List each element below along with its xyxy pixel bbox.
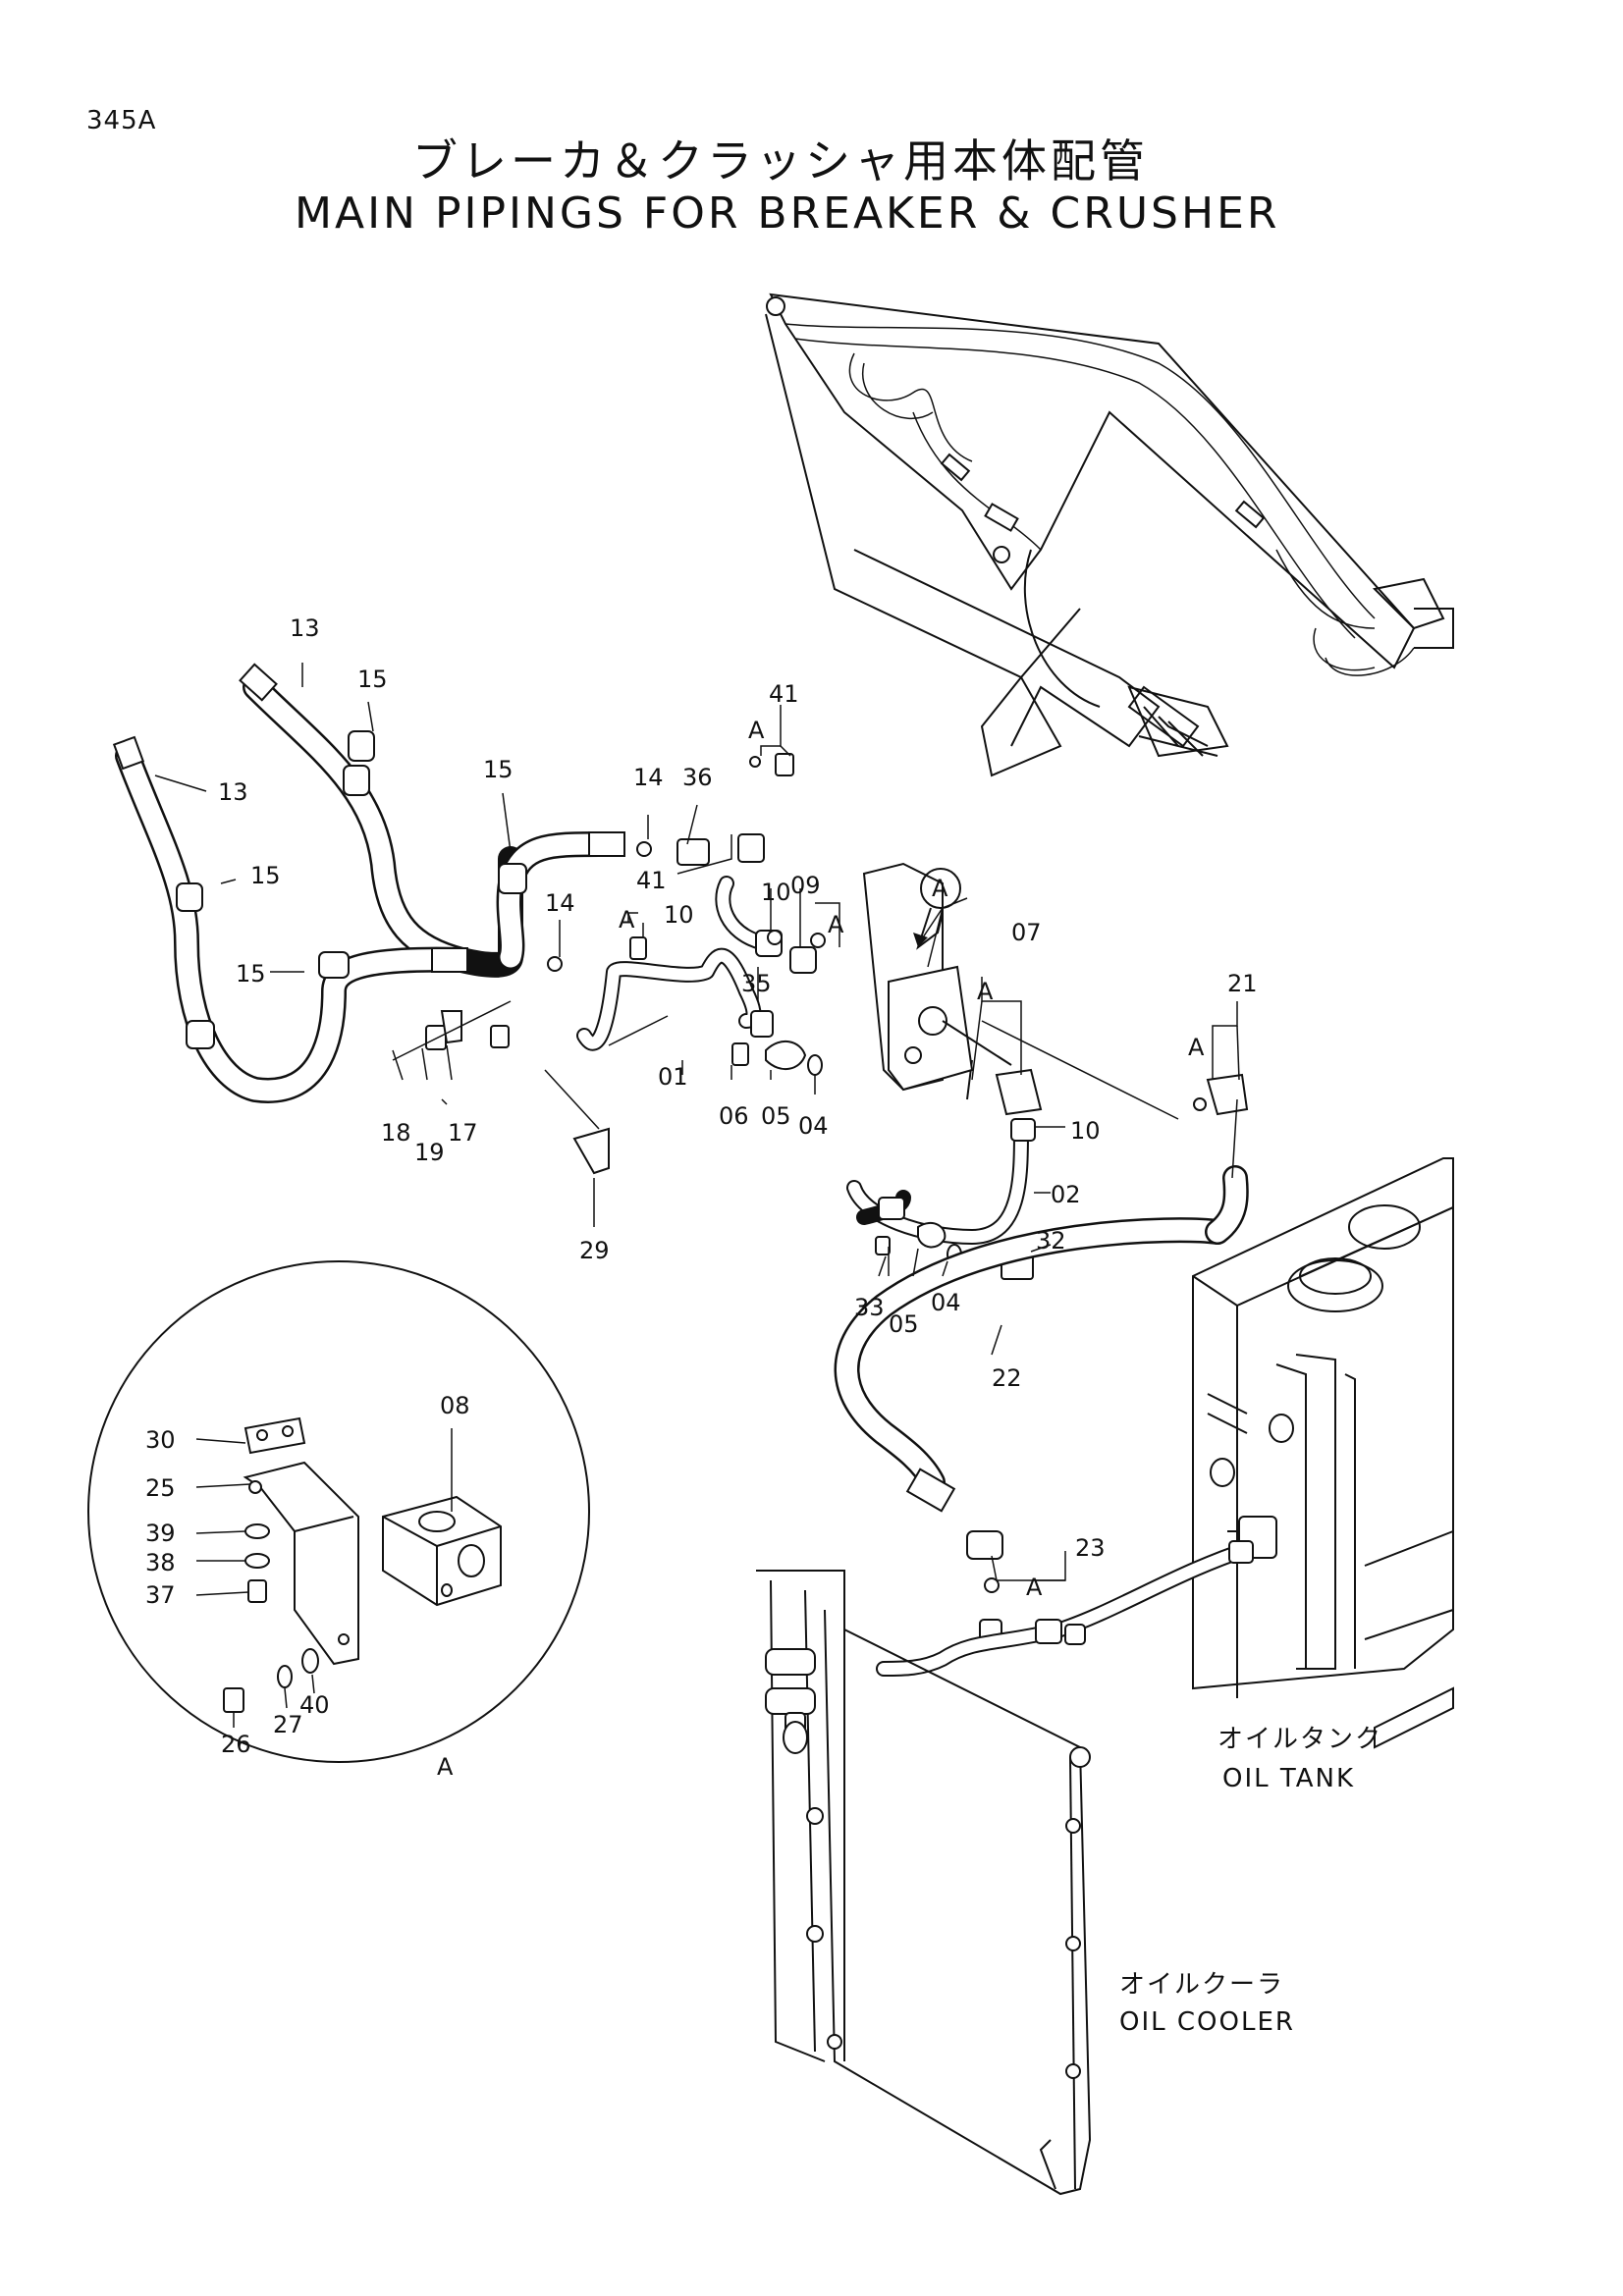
callout-32: 32 xyxy=(1036,1227,1066,1255)
callout-01: 01 xyxy=(658,1063,688,1091)
callout-04: 04 xyxy=(798,1112,829,1140)
callout-a: A xyxy=(1188,1034,1205,1061)
callout-30: 30 xyxy=(145,1426,176,1454)
callout-a: A xyxy=(619,906,635,934)
oil-tank xyxy=(1192,1157,1454,1749)
callout-10: 10 xyxy=(761,879,791,906)
callout-04: 04 xyxy=(931,1289,961,1316)
callout-a: A xyxy=(748,717,765,744)
component-labels: オイルタンク OIL TANK オイルクーラ OIL COOLER xyxy=(1119,1725,1382,2037)
title-english: MAIN PIPINGS FOR BREAKER & CRUSHER xyxy=(295,188,1280,239)
central-pipes-and-fittings xyxy=(425,753,1249,1280)
callout-a-circle: A xyxy=(932,875,948,902)
callout-05: 05 xyxy=(889,1310,919,1338)
title-japanese: ブレーカ＆クラッシャ用本体配管 xyxy=(412,134,1149,187)
callout-a: A xyxy=(437,1753,454,1781)
boom-arm-illustration xyxy=(765,293,1454,777)
callout-13: 13 xyxy=(218,778,248,806)
callout-25: 25 xyxy=(145,1474,176,1502)
callout-15: 15 xyxy=(250,862,281,889)
callout-10: 10 xyxy=(1070,1117,1101,1145)
callout-08: 08 xyxy=(440,1392,470,1419)
callout-a: A xyxy=(1026,1574,1043,1601)
callout-39: 39 xyxy=(145,1520,176,1547)
page-code: 345A xyxy=(86,106,157,135)
hose-assembly-left xyxy=(112,663,625,1103)
callout-14: 14 xyxy=(545,889,575,917)
callout-labels: 13 15 13 15 15 15 14 36 41 A 14 41 A 10 … xyxy=(145,614,1258,1781)
oil-cooler-label-en: OIL COOLER xyxy=(1119,2007,1295,2037)
callout-09: 09 xyxy=(790,872,821,899)
callout-06: 06 xyxy=(719,1102,749,1130)
callout-19: 19 xyxy=(414,1139,445,1166)
callout-10: 10 xyxy=(664,901,694,929)
oil-cooler xyxy=(756,1570,1092,2196)
callout-41: 41 xyxy=(636,867,667,894)
callout-33: 33 xyxy=(854,1294,885,1321)
valve-block-and-bracket xyxy=(862,862,1012,1092)
oil-tank-label-ja: オイルタンク xyxy=(1217,1725,1382,1754)
tank-cooler-pipe xyxy=(876,1516,1277,1677)
callout-17: 17 xyxy=(448,1119,478,1147)
leader-lines xyxy=(154,663,1240,1728)
hose-22 xyxy=(834,1165,1249,1646)
callout-15: 15 xyxy=(483,756,514,783)
oil-cooler-label-ja: オイルクーラ xyxy=(1119,1970,1284,2000)
callout-15: 15 xyxy=(236,960,266,988)
detail-a-pointer xyxy=(913,868,961,950)
callout-29: 29 xyxy=(579,1237,610,1264)
callout-13: 13 xyxy=(290,614,320,642)
callout-23: 23 xyxy=(1075,1534,1106,1562)
callout-a: A xyxy=(977,978,994,1005)
callout-15: 15 xyxy=(357,666,388,693)
callout-14: 14 xyxy=(633,764,664,791)
callout-07: 07 xyxy=(1011,919,1042,946)
callout-27: 27 xyxy=(273,1711,303,1738)
callout-40: 40 xyxy=(299,1691,330,1719)
callout-36: 36 xyxy=(682,764,713,791)
callout-35: 35 xyxy=(741,970,772,997)
callout-05: 05 xyxy=(761,1102,791,1130)
callout-21: 21 xyxy=(1227,970,1258,997)
callout-37: 37 xyxy=(145,1581,176,1609)
callout-22: 22 xyxy=(992,1364,1022,1392)
callout-02: 02 xyxy=(1051,1181,1081,1208)
detail-a xyxy=(87,1260,590,1763)
callout-18: 18 xyxy=(381,1119,411,1147)
callout-41: 41 xyxy=(769,680,799,708)
oil-tank-label-en: OIL TANK xyxy=(1222,1764,1355,1793)
callout-a: A xyxy=(828,911,844,938)
callout-26: 26 xyxy=(221,1731,251,1758)
callout-38: 38 xyxy=(145,1549,176,1576)
